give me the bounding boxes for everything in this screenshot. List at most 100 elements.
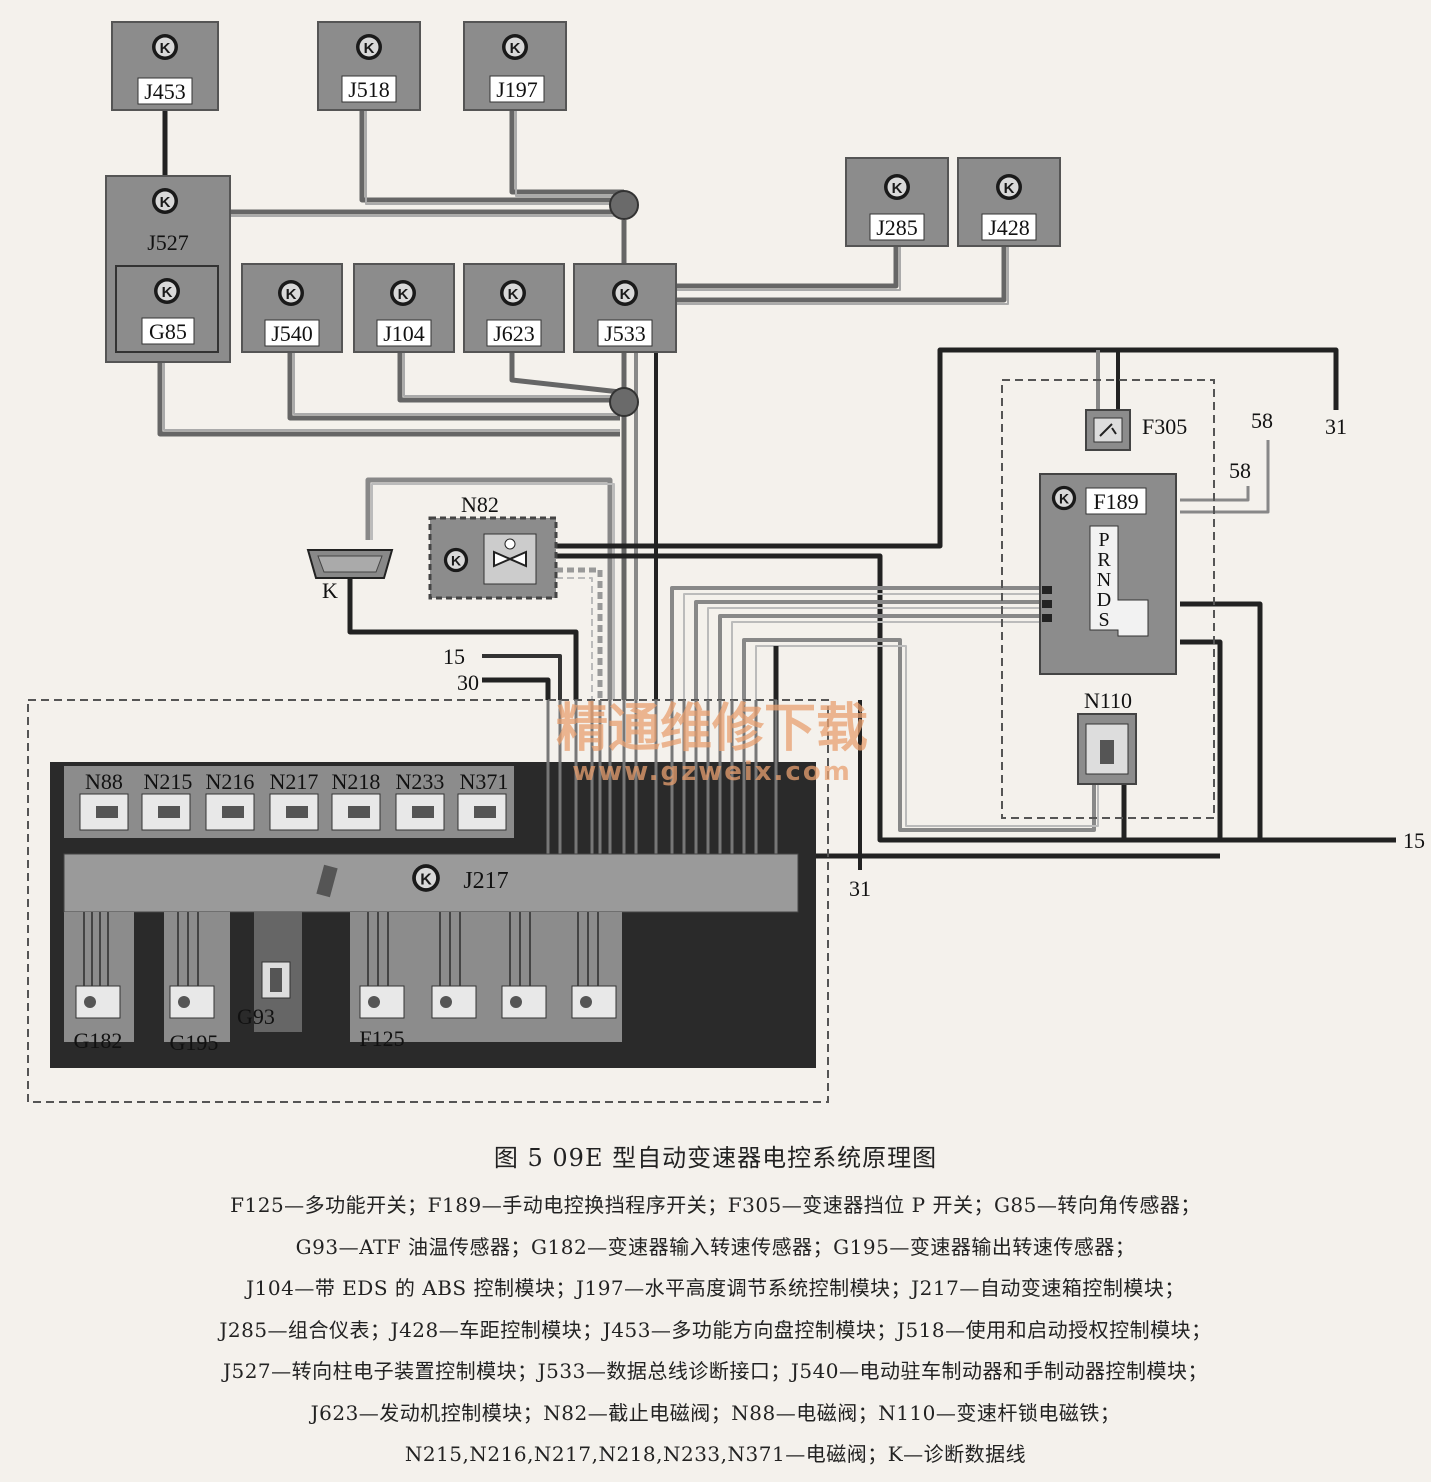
- selector-assembly-boundary: [1001, 379, 1215, 819]
- valve-n88: N88: [79, 769, 129, 831]
- sensor-g182: G182: [74, 985, 123, 1053]
- switch-f125: F125: [359, 985, 617, 1051]
- bus-k-icon: [356, 34, 382, 60]
- module-j540: J540: [241, 263, 343, 353]
- module-label-j533: J533: [604, 321, 646, 346]
- module-j285: J285: [845, 157, 949, 247]
- tcu-boundary: [27, 699, 829, 1103]
- sensor-g93: G93: [237, 961, 291, 1029]
- terminal-58-a: 58: [1251, 408, 1273, 433]
- component-n110: N110: [1077, 688, 1137, 785]
- module-j197: J197: [463, 21, 567, 111]
- figure-caption: 图 5 09E 型自动变速器电控系统原理图 F125—多功能开关；F189—手动…: [0, 1138, 1431, 1476]
- valve-n233: N233: [395, 769, 445, 831]
- bus-k-icon: [612, 280, 638, 306]
- tcu-j217: N88 N215 N216 N217 N218: [50, 700, 816, 1068]
- legend-line: J623—发动机控制模块；N82—截止电磁阀；N88—电磁阀；N110—变速杆锁…: [310, 1400, 1121, 1425]
- module-j453: J453: [111, 21, 219, 111]
- module-j533: J533: [573, 263, 677, 353]
- terminal-15-left: 15: [443, 644, 465, 669]
- label-g195: G195: [170, 1030, 219, 1055]
- label-g93: G93: [237, 1004, 275, 1029]
- terminal-30-left: 30: [457, 670, 479, 695]
- terminal-58-b: 58: [1229, 458, 1251, 483]
- module-label-g85: G85: [149, 319, 187, 344]
- temp-sensor-icon: [316, 864, 338, 898]
- gear-n: N: [1097, 569, 1111, 591]
- module-label-j197: J197: [496, 77, 538, 102]
- bus-k-icon: [500, 280, 526, 306]
- module-j104: J104: [353, 263, 455, 353]
- bus-k-icon: [152, 188, 178, 214]
- label-n110: N110: [1084, 688, 1132, 713]
- diagnostic-connector-k: K: [306, 549, 394, 603]
- module-label-j518: J518: [348, 77, 390, 102]
- gear-s: S: [1098, 609, 1109, 631]
- valve-n217: N217: [269, 769, 319, 831]
- terminal-31-bottom: 31: [849, 876, 871, 901]
- module-j623: J623: [463, 263, 565, 353]
- label-g182: G182: [74, 1028, 123, 1053]
- legend-line: G93—ATF 油温传感器；G182—变速器输入转速传感器；G195—变速器输出…: [295, 1234, 1136, 1259]
- valve-label: N217: [270, 769, 319, 794]
- bus-k-icon: [996, 174, 1022, 200]
- legend-line: F125—多功能开关；F189—手动电控换挡程序开关；F305—变速器挡位 P …: [230, 1193, 1201, 1217]
- module-j428: J428: [957, 157, 1061, 247]
- valve-label: N216: [206, 769, 255, 794]
- valve-label: N215: [144, 769, 193, 794]
- valve-label: N88: [85, 769, 123, 794]
- watermark-url: www.gzweix.com: [572, 757, 852, 787]
- gear-d: D: [1097, 589, 1111, 611]
- legend-line: J527—转向柱电子装置控制模块；J533—数据总线诊断接口；J540—电动驻车…: [222, 1359, 1209, 1383]
- watermark-text: 精通维修下载: [556, 699, 868, 759]
- module-label-j527: J527: [147, 230, 189, 255]
- label-f189: F189: [1093, 489, 1138, 514]
- bus-k-icon: [390, 280, 416, 306]
- legend-line: N215,N216,N217,N218,N233,N371—电磁阀；K—诊断数据…: [404, 1442, 1027, 1466]
- bus-k-icon: [154, 278, 180, 304]
- bus-k-icon: [1051, 485, 1077, 511]
- valve-row: N88 N215 N216 N217 N218: [79, 769, 509, 831]
- label-n82: N82: [461, 492, 499, 517]
- switch-icon: [1099, 423, 1117, 437]
- schematic-diagram: K: [27, 21, 1425, 1103]
- module-j527: J527 G85: [105, 175, 231, 363]
- valve-icon: [493, 550, 527, 568]
- bus-k-icon: [412, 864, 440, 892]
- valve-label: N233: [396, 769, 445, 794]
- legend-line: J104—带 EDS 的 ABS 控制模块；J197—水平高度调节系统控制模块；…: [246, 1276, 1185, 1300]
- bus-node-bottom: [609, 387, 639, 417]
- legend-line: J285—组合仪表；J428—车距控制模块；J453—多功能方向盘控制模块；J5…: [219, 1317, 1212, 1342]
- label-j217: J217: [463, 868, 508, 894]
- component-f189: F189 P R N D S: [1039, 473, 1177, 675]
- module-label-j453: J453: [144, 79, 186, 104]
- bus-k-icon: [884, 174, 910, 200]
- module-label-j428: J428: [988, 215, 1030, 240]
- bus-node-top: [609, 190, 639, 220]
- gear-p: P: [1098, 529, 1109, 551]
- bus-k-icon: [152, 34, 178, 60]
- bus-k-icon: [502, 34, 528, 60]
- component-n82: N82: [428, 492, 558, 600]
- label-k: K: [322, 578, 338, 603]
- module-label-j623: J623: [493, 321, 535, 346]
- bus-k-icon: [443, 547, 469, 573]
- solenoid-icon: [1100, 740, 1114, 764]
- module-label-j285: J285: [876, 215, 918, 240]
- module-label-j540: J540: [271, 321, 313, 346]
- figure-title: 图 5 09E 型自动变速器电控系统原理图: [493, 1144, 938, 1172]
- module-label-j104: J104: [383, 321, 425, 346]
- label-f125: F125: [359, 1026, 404, 1051]
- sensor-g195: G195: [169, 985, 219, 1055]
- valve-n215: N215: [141, 769, 193, 831]
- label-f305: F305: [1142, 414, 1187, 439]
- valve-label: N371: [460, 769, 509, 794]
- bus-k-icon: [278, 280, 304, 306]
- module-j518: J518: [317, 21, 421, 111]
- valve-label: N218: [332, 769, 381, 794]
- valve-n218: N218: [331, 769, 381, 831]
- valve-n371: N371: [457, 769, 509, 831]
- watermark: 精通维修下载 www.gzweix.com: [556, 699, 868, 787]
- component-f305: F305: [1085, 409, 1187, 451]
- gear-r: R: [1097, 549, 1111, 571]
